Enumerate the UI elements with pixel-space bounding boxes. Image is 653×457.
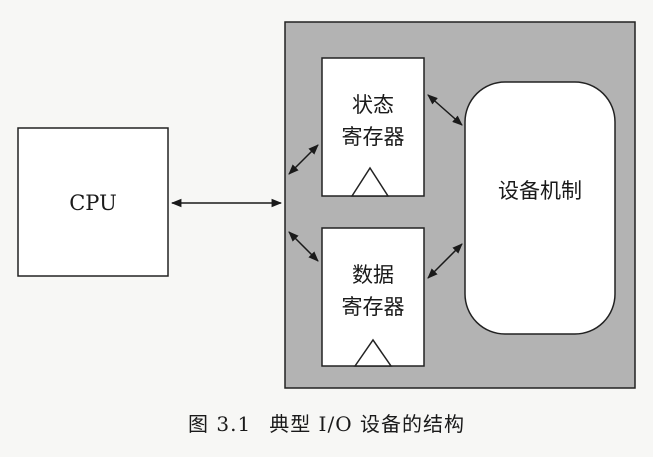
figure-caption: 图 3.1 典型 I/O 设备的结构 — [0, 408, 653, 437]
status-register-label-line1: 状态 — [352, 93, 394, 117]
device-mechanism-label: 设备机制 — [498, 179, 582, 203]
cpu-label: CPU — [69, 191, 117, 215]
io-device-diagram: CPU 状态 寄存器 数据 寄存器 设备机制 — [17, 21, 636, 389]
status-register-label-line2: 寄存器 — [342, 125, 405, 149]
data-register-triangle — [353, 338, 393, 367]
data-register-label-line1: 数据 — [352, 263, 394, 287]
status-register-to-mechanism-arrow — [427, 94, 463, 126]
data-register-to-mechanism-arrow — [427, 243, 463, 279]
device-mechanism-box — [464, 81, 616, 335]
cpu-box — [17, 127, 169, 277]
bus-to-status-register-arrow — [288, 144, 319, 175]
figure-title: 典型 I/O 设备的结构 — [269, 412, 465, 436]
status-register-triangle — [350, 166, 390, 197]
bus-to-data-register-arrow — [288, 231, 319, 262]
data-register-label-line2: 寄存器 — [342, 295, 405, 319]
figure-number: 图 3.1 — [188, 412, 252, 436]
status-register-box — [321, 57, 425, 197]
